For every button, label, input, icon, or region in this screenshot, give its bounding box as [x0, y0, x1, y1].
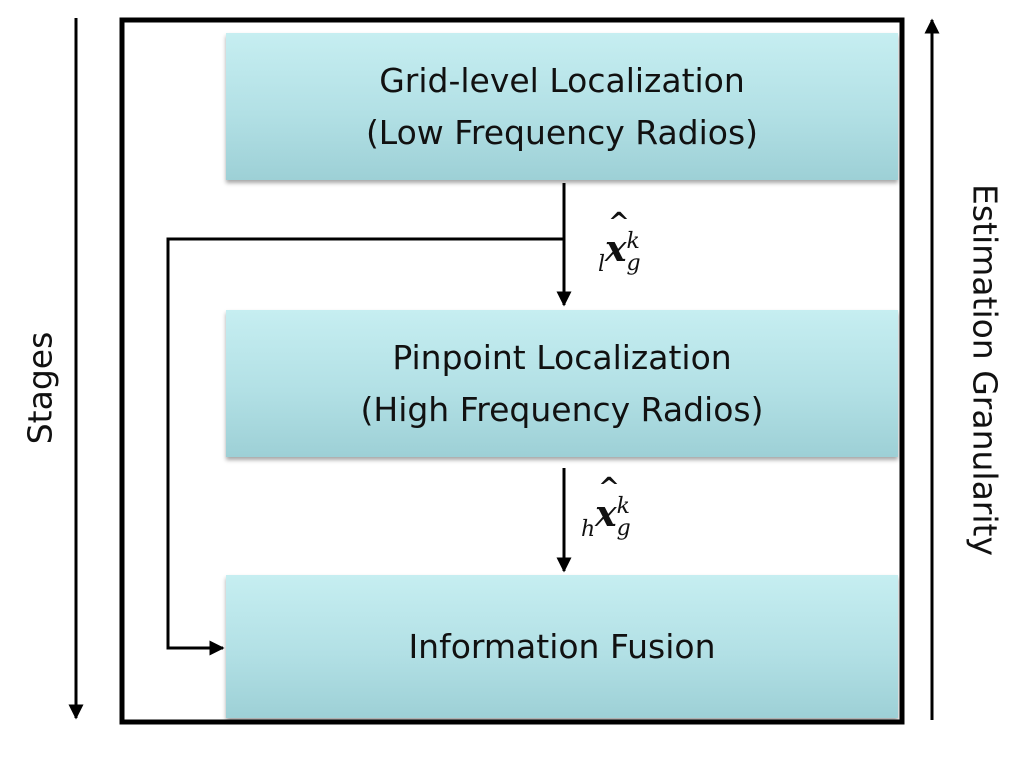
pinpoint-box-subtitle: (High Frequency Radios): [360, 389, 764, 429]
grid-localization-box: Grid-level Localization (Low Frequency R…: [226, 33, 898, 180]
high-estimate-symbol: ^x: [595, 473, 620, 535]
outer-frame: [119, 17, 905, 725]
low-estimate-prescript: l: [598, 252, 606, 277]
arrow-grid-bypass-to-fusion: [166, 237, 564, 656]
high-estimate-prescript: h: [581, 517, 596, 542]
information-fusion-box: Information Fusion: [226, 575, 898, 718]
grid-box-subtitle: (Low Frequency Radios): [365, 112, 759, 152]
low-estimate-superscript: k: [626, 228, 640, 254]
stages-label: Stages: [20, 331, 60, 445]
low-estimate-subscript: g: [626, 250, 641, 276]
pinpoint-box-title: Pinpoint Localization: [392, 338, 732, 378]
pinpoint-localization-box: Pinpoint Localization (High Frequency Ra…: [226, 310, 898, 457]
grid-box-title: Grid-level Localization: [379, 61, 745, 101]
low-estimate-symbol: ^x: [605, 208, 630, 270]
fusion-box-title: Information Fusion: [408, 626, 716, 666]
high-estimate-superscript: k: [616, 493, 630, 519]
high-estimate-subscript: g: [616, 515, 631, 541]
hat-icon: ^: [608, 208, 630, 238]
estimation-granularity-label: Estimation Granularity: [965, 183, 1005, 557]
hat-icon: ^: [598, 473, 620, 503]
